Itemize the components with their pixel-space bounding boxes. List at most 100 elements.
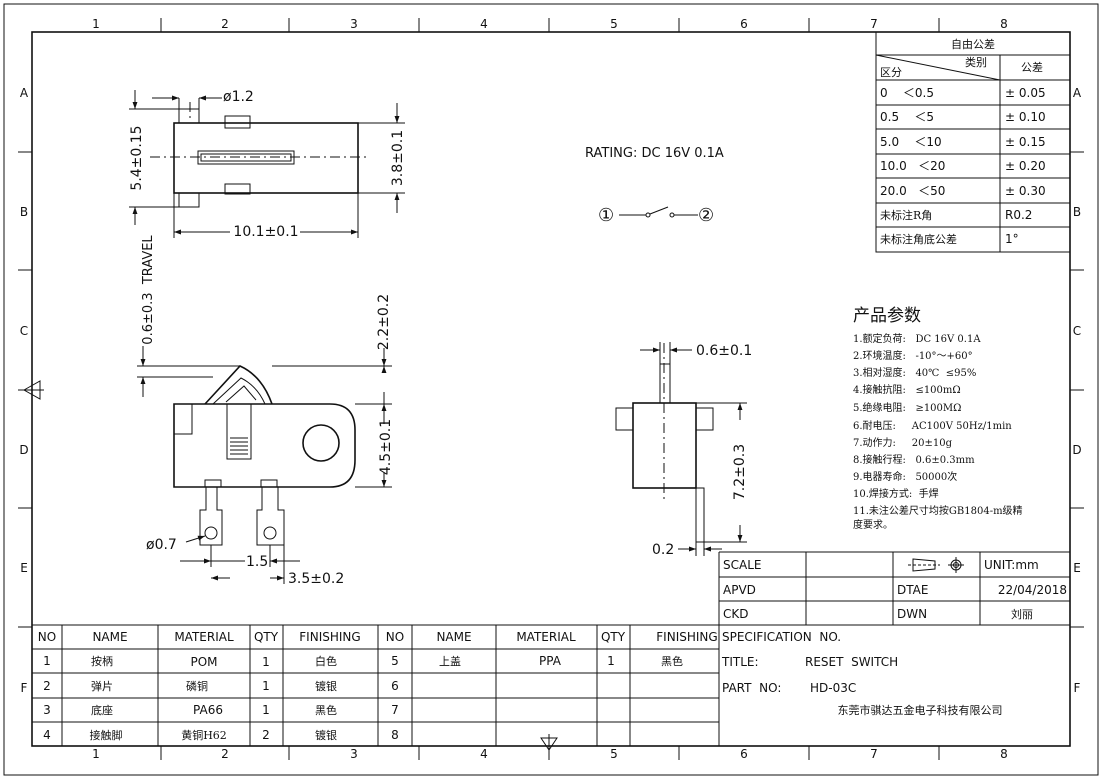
row-letter-left: E — [20, 561, 28, 575]
tolerance-value: R0.2 — [1005, 208, 1032, 222]
tolerance-range: 未标注角底公差 — [880, 232, 957, 246]
col-number-bottom: 1 — [92, 747, 100, 761]
param-item: 4.接触抗阻: ≤100mΩ — [853, 383, 961, 396]
row-letter-right: F — [1074, 681, 1081, 695]
param-item: 5.绝缘电阻: ≥100MΩ — [853, 401, 961, 414]
side-view-dimensions: 0.6±0.1 7.2±0.3 0.2 — [640, 342, 752, 558]
col-number-top: 6 — [740, 17, 748, 31]
rating-text: RATING: DC 16V 0.1A — [585, 146, 724, 161]
col-number-top: 2 — [221, 17, 229, 31]
bom-cell: 按柄 — [91, 654, 113, 668]
bom-header-finishing: FINISHING — [656, 630, 717, 644]
unit-label: UNIT:mm — [984, 558, 1039, 572]
tolerance-range: 0 ＜0.5 — [880, 86, 934, 100]
tolerance-table: 自由公差 类别 区分 公差 0 ＜0.5 ± 0.05 0.5 ＜5 ± 0.1… — [875, 31, 1071, 253]
zone-labels: 1 2 3 4 5 6 7 8 1 2 3 4 5 6 7 8 A B C D … — [19, 17, 1082, 761]
bom-cell: 1 — [43, 654, 51, 668]
bom-cell: 1 — [262, 655, 270, 669]
tolerance-value: ± 0.05 — [1005, 86, 1046, 100]
bom-cell: 1 — [262, 679, 270, 693]
bom-cell: 3 — [43, 703, 51, 717]
outer-border — [3, 3, 1099, 776]
col-number-bottom: 7 — [870, 747, 878, 761]
col-number-top: 1 — [92, 17, 100, 31]
bom-cell: 8 — [391, 728, 399, 742]
dwn-label: DWN — [897, 607, 927, 621]
dim-body-h: 4.5±0.1 — [378, 419, 394, 475]
col-number-bottom: 5 — [610, 747, 618, 761]
bom-cell: POM — [190, 655, 217, 669]
bom-cell: 上盖 — [439, 654, 461, 668]
col-number-bottom: 3 — [350, 747, 358, 761]
pin-2-label: ② — [698, 205, 714, 226]
row-letter-left: F — [21, 681, 28, 695]
bom-cell: 镀银 — [315, 728, 337, 742]
row-letter-right: C — [1073, 324, 1081, 338]
tolerance-range: 20.0 ＜50 — [880, 184, 945, 198]
drawer-name: 刘丽 — [1011, 608, 1033, 621]
bom-cell: 黑色 — [661, 654, 683, 668]
col-number-top: 8 — [1000, 17, 1008, 31]
bom-header-no: NO — [386, 630, 404, 644]
tolerance-range: 未标注R角 — [880, 208, 932, 222]
front-view — [173, 365, 356, 546]
top-view — [150, 102, 370, 208]
title-value: RESET SWITCH — [805, 655, 898, 669]
bom-header-qty: QTY — [601, 630, 626, 644]
param-item: 9.电器寿命: 50000次 — [853, 470, 957, 483]
tolerance-value: ± 0.30 — [1005, 184, 1046, 198]
tolerance-col-range: 区分 — [880, 66, 902, 79]
param-item: 7.动作力: 20±10g — [853, 436, 953, 449]
tolerance-value: ± 0.10 — [1005, 110, 1046, 124]
col-number-bottom: 2 — [221, 747, 229, 761]
bom-cell: 黄铜H62 — [181, 728, 227, 742]
dim-lever-width: 0.6±0.1 — [696, 343, 752, 359]
bom-cell: 白色 — [315, 654, 337, 668]
row-letter-left: D — [19, 443, 28, 457]
product-parameters: 产品参数 1.额定负荷: DC 16V 0.1A 2.环境温度: -10°～+6… — [853, 306, 1023, 531]
row-letter-left: B — [20, 205, 28, 219]
dtae-label: DTAE — [897, 583, 928, 597]
param-item: 6.耐电压: AC100V 50Hz/1min — [853, 419, 1012, 432]
col-number-bottom: 6 — [740, 747, 748, 761]
bom-header-qty: QTY — [254, 630, 279, 644]
front-view-dimensions: 0.6±0.3 TRAVEL 2.2±0.2 4.5±0.1 ø0.7 1.5 … — [137, 235, 394, 587]
tolerance-value: ± 0.20 — [1005, 159, 1046, 173]
col-number-top: 5 — [610, 17, 618, 31]
dim-side-height: 3.8±0.1 — [390, 130, 406, 186]
tolerance-value: ± 0.15 — [1005, 135, 1046, 149]
bom-table: NO NAME MATERIAL QTY FINISHING NO NAME M… — [32, 624, 1070, 746]
apvd-label: APVD — [723, 583, 756, 597]
bom-header-no: NO — [38, 630, 56, 644]
param-item: 11.未注公差尺寸均按GB1804-m级精 — [853, 504, 1023, 517]
bom-cell: 镀银 — [315, 679, 337, 693]
dim-total-height: 7.2±0.3 — [732, 444, 748, 500]
bom-cell: PPA — [539, 654, 562, 668]
dim-body-width: 10.1±0.1 — [233, 224, 298, 240]
tolerance-value: 1° — [1005, 232, 1019, 246]
row-letter-right: A — [1073, 86, 1082, 100]
param-item: 10.焊接方式: 手焊 — [853, 487, 939, 500]
projection-symbol-icon — [908, 557, 964, 573]
spec-no-label: SPECIFICATION NO. — [722, 630, 841, 644]
bom-cell: PA66 — [193, 703, 223, 717]
col-number-top: 7 — [870, 17, 878, 31]
row-letter-left: C — [20, 324, 28, 338]
scale-label: SCALE — [723, 558, 761, 572]
bom-cell: 4 — [43, 728, 51, 742]
row-letter-left: A — [20, 86, 29, 100]
params-title: 产品参数 — [853, 306, 921, 326]
dim-pin-offset: 3.5±0.2 — [288, 571, 344, 587]
row-letter-right: E — [1073, 561, 1081, 575]
param-item: 2.环境温度: -10°～+60° — [853, 349, 973, 362]
bom-cell: 5 — [391, 654, 399, 668]
param-item: 度要求。 — [853, 518, 893, 531]
bom-header-material: MATERIAL — [516, 630, 576, 644]
part-no-value: HD-03C — [810, 681, 856, 695]
bom-cell: 7 — [391, 703, 399, 717]
col-number-top: 3 — [350, 17, 358, 31]
bom-header-name: NAME — [92, 630, 127, 644]
top-view-dimensions: ø1.2 5.4±0.15 3.8±0.1 10.1±0.1 — [129, 89, 406, 240]
col-number-bottom: 8 — [1000, 747, 1008, 761]
